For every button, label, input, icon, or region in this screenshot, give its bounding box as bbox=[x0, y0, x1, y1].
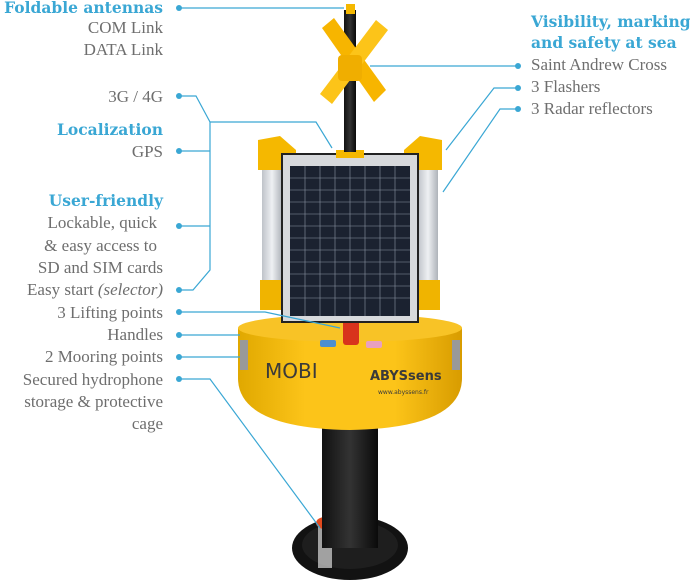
flasher-right bbox=[418, 165, 438, 285]
label-hydrophone-1: Secured hydrophone bbox=[22, 370, 163, 389]
label-data-link: DATA Link bbox=[83, 40, 163, 59]
handle bbox=[240, 340, 248, 370]
solar-panel bbox=[281, 150, 419, 323]
leader-lines bbox=[179, 7, 518, 529]
label-lockable: Lockable, quick bbox=[47, 213, 157, 232]
antenna-tip bbox=[346, 4, 355, 14]
label-lifting-points: 3 Lifting points bbox=[57, 303, 163, 322]
label-mooring-points: 2 Mooring points bbox=[44, 347, 163, 366]
label-gps: GPS bbox=[131, 142, 163, 161]
easy-start-text: Easy start bbox=[27, 280, 98, 299]
label-sd-sim: SD and SIM cards bbox=[37, 258, 163, 277]
label-hydrophone-2: storage & protective bbox=[24, 392, 163, 411]
lower-pole bbox=[322, 420, 378, 548]
heading-visibility-2: and safety at sea bbox=[531, 33, 677, 52]
label-saint-andrew-cross: Saint Andrew Cross bbox=[531, 55, 667, 74]
heading-visibility-1: Visibility, marking bbox=[531, 12, 690, 31]
label-hydrophone-3: cage bbox=[131, 414, 163, 433]
label-flashers: 3 Flashers bbox=[531, 77, 601, 96]
label-easy-start: Easy start (selector) bbox=[27, 279, 163, 301]
label-handles: Handles bbox=[107, 325, 163, 344]
saint-andrew-cross bbox=[320, 18, 388, 104]
flasher-left bbox=[262, 165, 282, 285]
upper-housing bbox=[258, 136, 442, 310]
float-body: MOBI ABYSsens www.abyssens.fr bbox=[238, 311, 462, 430]
label-radar-reflectors: 3 Radar reflectors bbox=[531, 99, 653, 118]
abyssens-url: www.abyssens.fr bbox=[378, 389, 429, 396]
heading-localization: Localization bbox=[57, 120, 163, 139]
label-com-link: COM Link bbox=[87, 18, 163, 37]
mobi-logo: MOBI bbox=[265, 359, 318, 383]
heading-user-friendly: User-friendly bbox=[48, 191, 163, 210]
leader-dots bbox=[176, 5, 521, 382]
heading-foldable-antennas: Foldable antennas bbox=[4, 0, 163, 17]
easy-start-selector-text: (selector) bbox=[97, 280, 163, 299]
abyssens-logo: ABYSsens bbox=[370, 369, 442, 384]
label-easy-access: & easy access to bbox=[44, 236, 157, 255]
label-3g-4g: 3G / 4G bbox=[108, 87, 163, 106]
